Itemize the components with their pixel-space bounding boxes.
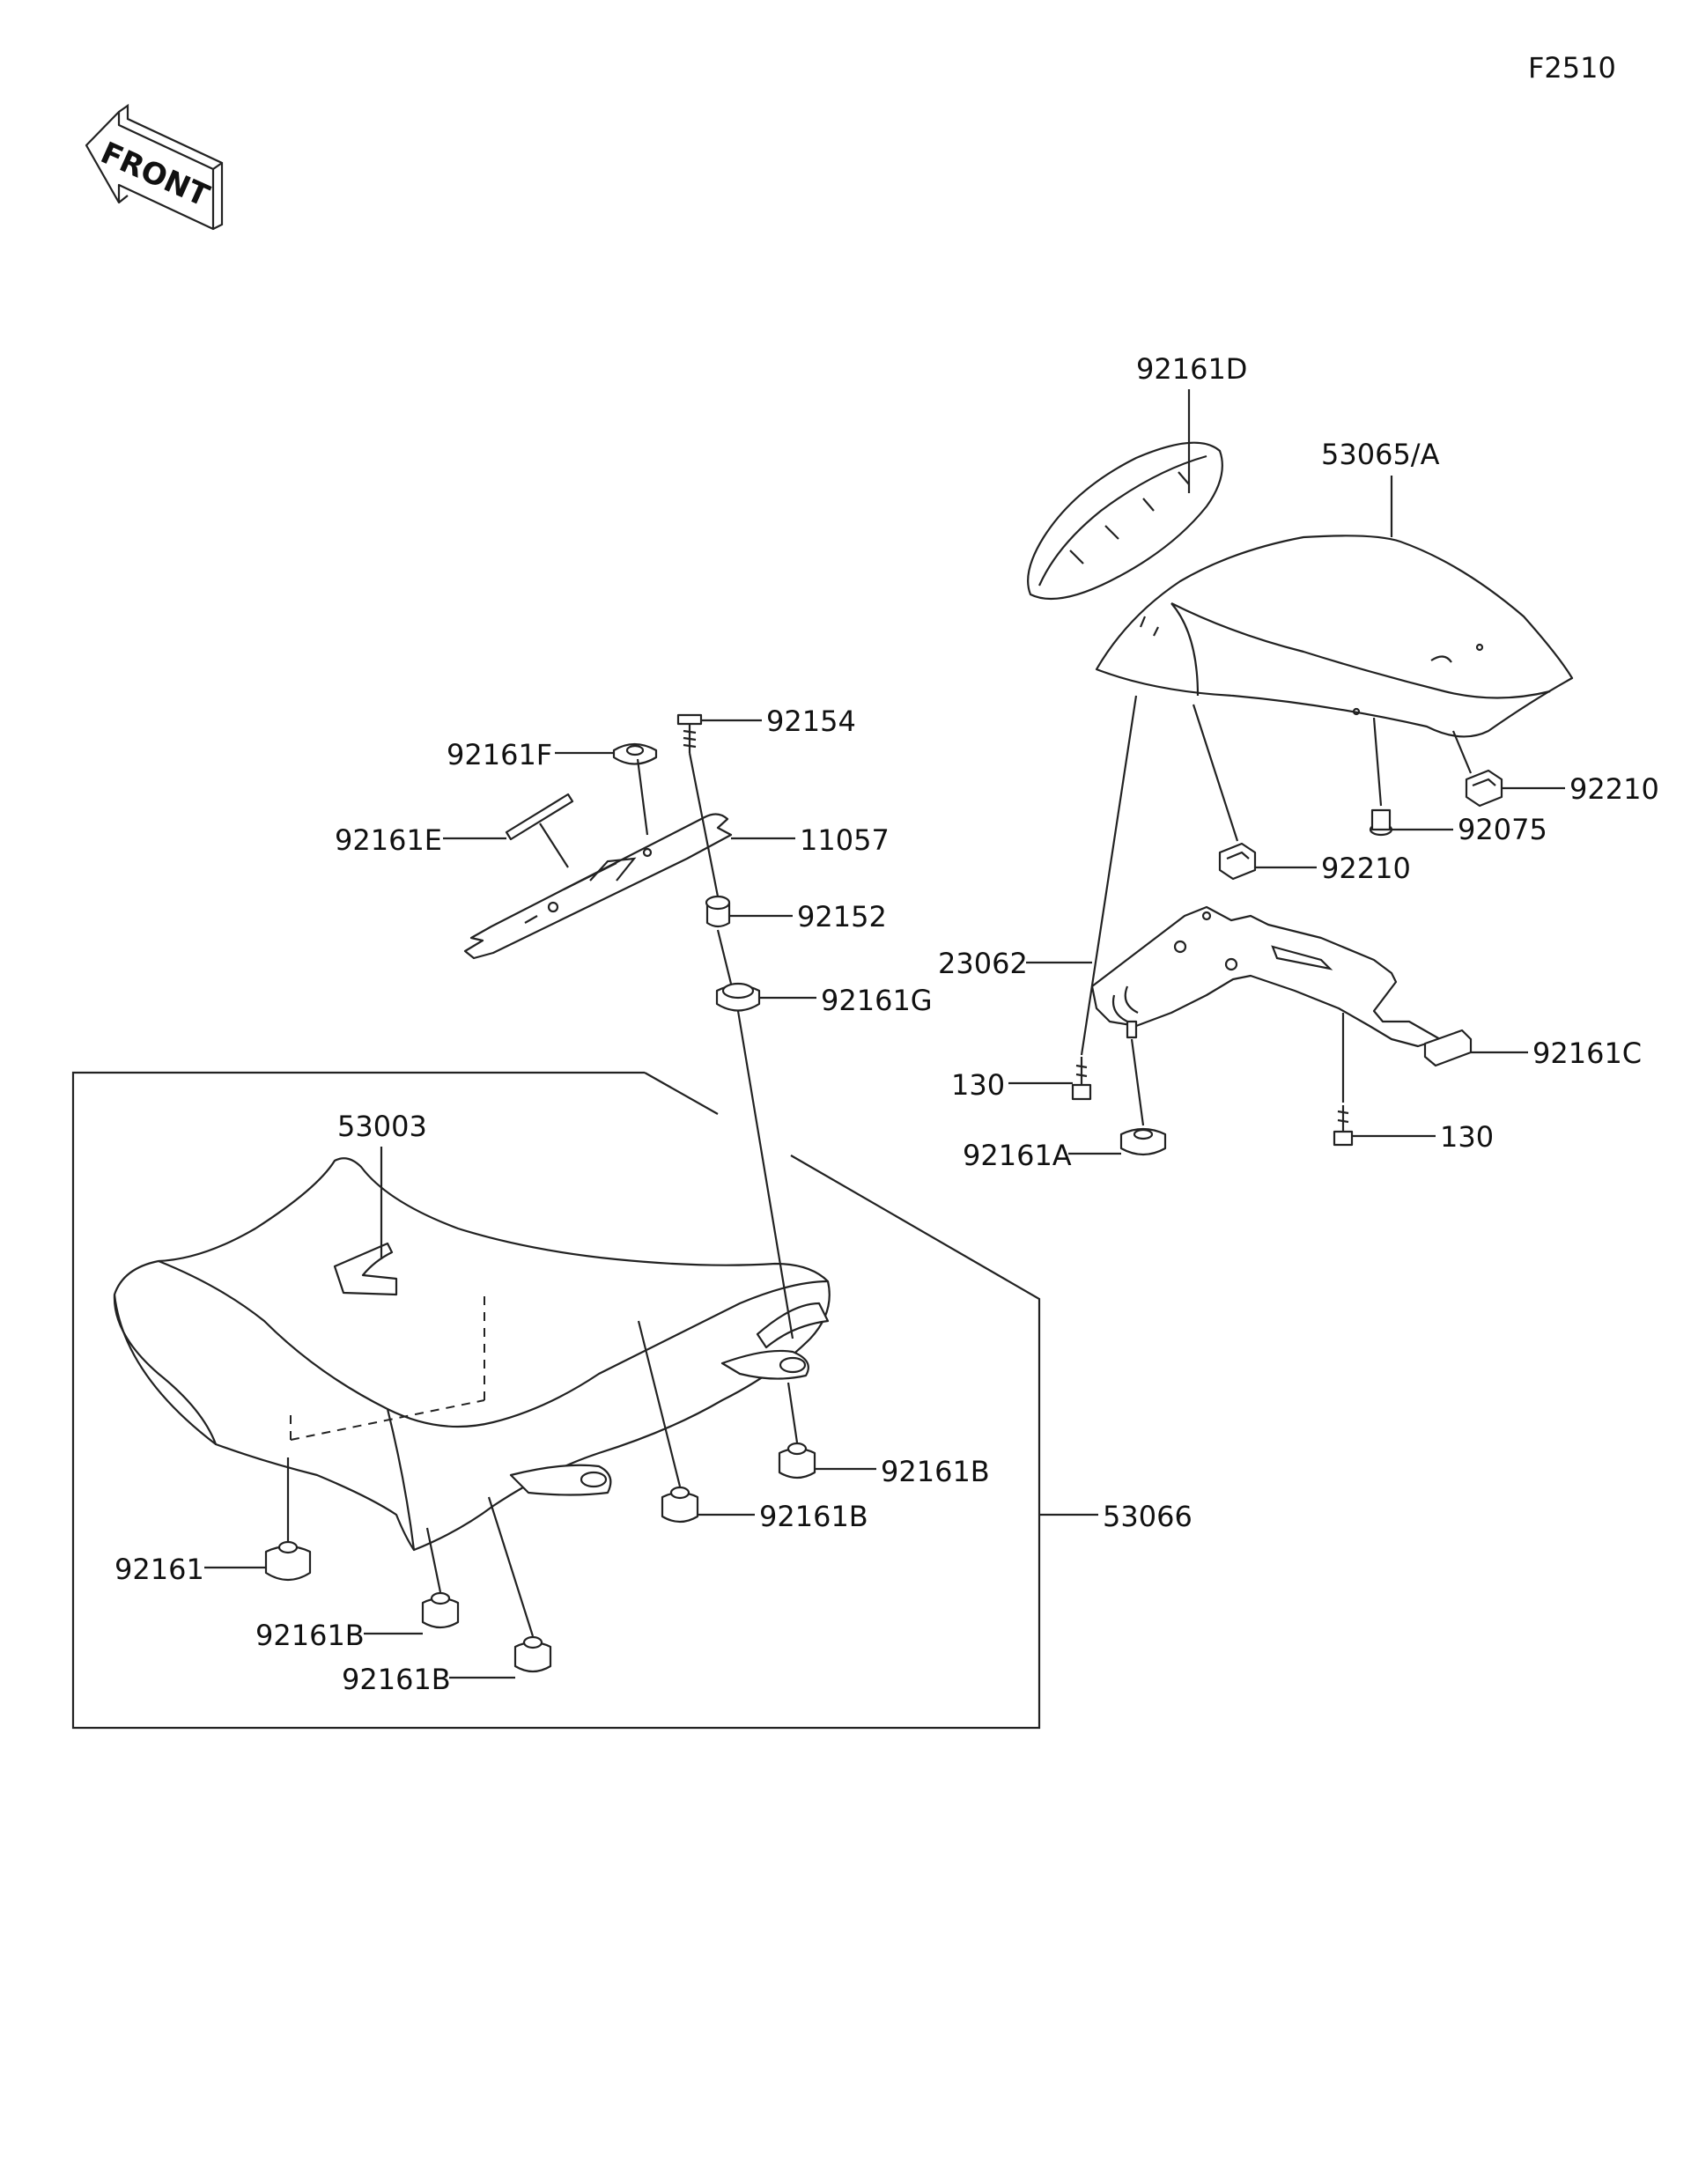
diagram-code: F2510 bbox=[1528, 51, 1616, 85]
grommet-92161G bbox=[715, 982, 761, 1012]
bracket-11057 bbox=[463, 813, 733, 960]
nut-92210-b bbox=[1218, 842, 1257, 881]
nut-92210-a bbox=[1465, 769, 1503, 808]
label-92161B-2: 92161B bbox=[759, 1500, 868, 1533]
damper-92161A bbox=[1119, 1127, 1167, 1156]
label-92152: 92152 bbox=[797, 900, 887, 933]
label-53065A: 53065/A bbox=[1321, 438, 1440, 471]
label-92210-a: 92210 bbox=[1569, 772, 1659, 806]
seat-assembly-box bbox=[71, 1071, 1041, 1730]
label-92161B-1: 92161B bbox=[881, 1455, 990, 1488]
front-arrow-icon: FRONT bbox=[85, 103, 224, 231]
collar-92152 bbox=[705, 895, 731, 928]
label-92075: 92075 bbox=[1458, 813, 1547, 846]
grommet-92161 bbox=[264, 1540, 312, 1582]
bolt-130-b bbox=[1333, 1105, 1354, 1147]
pad-92161D bbox=[1027, 441, 1223, 601]
label-92161A: 92161A bbox=[963, 1139, 1072, 1172]
label-92161G: 92161G bbox=[821, 984, 933, 1017]
label-92161C: 92161C bbox=[1532, 1037, 1642, 1070]
bracket-23062 bbox=[1090, 905, 1442, 1048]
screw-92075 bbox=[1369, 808, 1393, 837]
grommet-92161B-2 bbox=[661, 1486, 699, 1524]
label-92210-b: 92210 bbox=[1321, 852, 1411, 885]
label-92161E: 92161E bbox=[335, 823, 442, 857]
label-92161B-3: 92161B bbox=[255, 1619, 365, 1652]
label-92154: 92154 bbox=[766, 705, 856, 738]
label-130-b: 130 bbox=[1440, 1120, 1494, 1154]
main-seat bbox=[113, 1157, 831, 1552]
label-92161F: 92161F bbox=[447, 738, 552, 771]
grommet-92161B-1 bbox=[778, 1442, 816, 1479]
label-92161: 92161 bbox=[114, 1553, 204, 1586]
label-11057: 11057 bbox=[800, 823, 890, 857]
bolt-130-a bbox=[1071, 1057, 1092, 1101]
label-23062: 23062 bbox=[938, 947, 1028, 980]
label-92161D: 92161D bbox=[1136, 352, 1247, 386]
label-92161B-4: 92161B bbox=[342, 1663, 451, 1696]
screw-92154 bbox=[676, 713, 703, 753]
strip-92161E bbox=[505, 793, 574, 841]
grommet-92161B-4 bbox=[513, 1635, 552, 1673]
label-130-a: 130 bbox=[951, 1068, 1005, 1102]
cowl-53065A bbox=[1095, 535, 1574, 738]
grommet-92161F bbox=[612, 742, 658, 765]
label-53066: 53066 bbox=[1103, 1500, 1193, 1533]
label-53003: 53003 bbox=[337, 1110, 427, 1143]
grommet-92161B-3 bbox=[421, 1591, 460, 1629]
